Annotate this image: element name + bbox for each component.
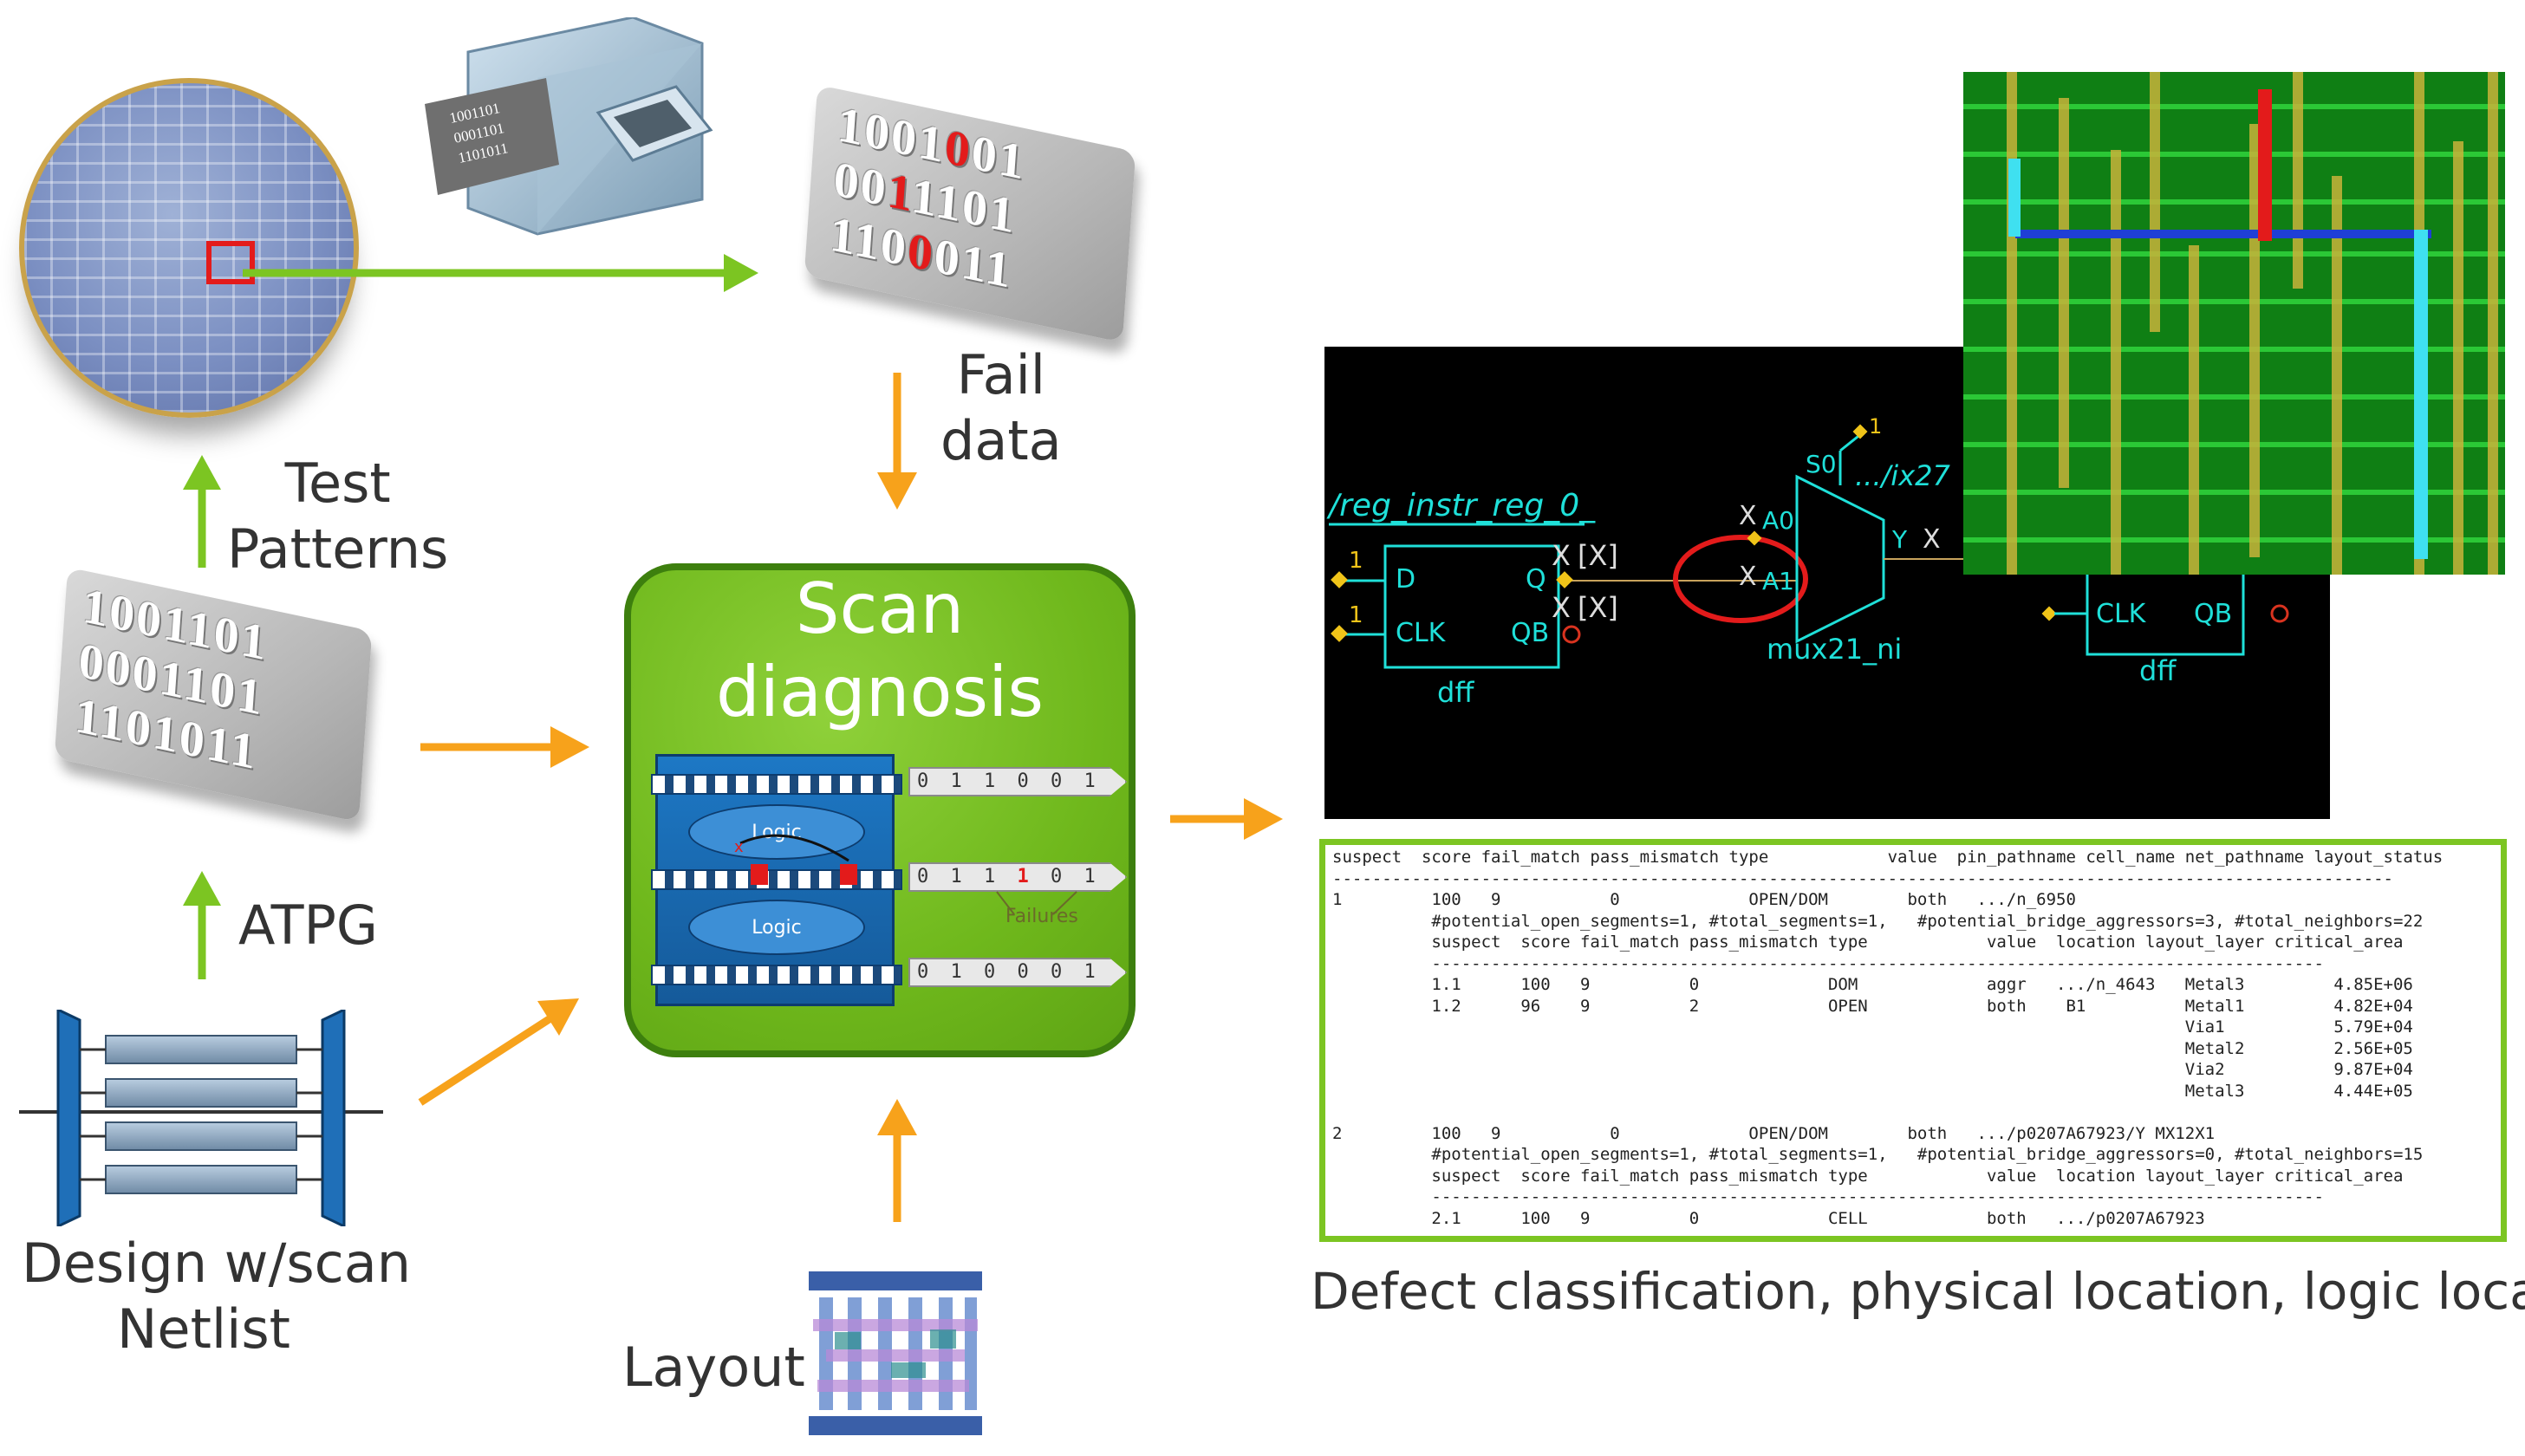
defect-highlight-oval bbox=[1673, 535, 1808, 623]
report-line: 2 100 9 0 OPEN/DOM both .../p0207A67923/… bbox=[1332, 1123, 2216, 1143]
wafer-die-highlight bbox=[206, 241, 255, 284]
x-marker: X bbox=[1923, 524, 1941, 555]
pin-value: 1 bbox=[1869, 414, 1882, 439]
tester-sheet: 1001101 0001101 1101011 bbox=[425, 78, 559, 195]
arrow-fail-data-to-scan bbox=[877, 373, 917, 510]
report-line: #potential_open_segments=1, #total_segme… bbox=[1332, 911, 2424, 931]
svg-text:x: x bbox=[734, 838, 744, 856]
x-marker: X bbox=[1739, 501, 1757, 531]
report-line: 1.2 96 9 2 OPEN both B1 Metal1 4.82E+04 bbox=[1332, 996, 2413, 1016]
arrow-atpg-up bbox=[183, 871, 221, 979]
wafer-image bbox=[19, 78, 359, 418]
output-bitstream-1: 0 1 1 0 0 1 1 1 bbox=[908, 767, 1127, 796]
tester-machine-image: 1001101 0001101 1101011 bbox=[425, 17, 713, 236]
x-marker: X bbox=[1552, 591, 1571, 624]
bridged-net-blue bbox=[2015, 230, 2431, 238]
x-marker: X bbox=[1739, 562, 1757, 592]
report-line: ----------------------------------------… bbox=[1332, 953, 2324, 973]
mux-cell bbox=[1795, 474, 1885, 644]
x-bracket-marker: [X] bbox=[1578, 539, 1618, 572]
report-line: Metal2 2.56E+05 bbox=[1332, 1038, 2413, 1058]
arrow-layout-to-scan bbox=[877, 1099, 917, 1222]
arrow-patterns-to-scan bbox=[420, 726, 589, 768]
logic-cloud: Logic bbox=[688, 804, 865, 860]
arrow-wafer-to-fail-data bbox=[243, 254, 758, 292]
dff-label-2: dff bbox=[2139, 654, 2177, 687]
dff-label: dff bbox=[1437, 676, 1474, 709]
pin-a0: A0 bbox=[1762, 506, 1794, 535]
report-line: Via2 9.87E+04 bbox=[1332, 1060, 2413, 1079]
net-cyan bbox=[2414, 230, 2428, 559]
report-line bbox=[1332, 1102, 2494, 1123]
defect-net-red bbox=[2258, 89, 2272, 241]
scan-flipflop-row bbox=[651, 965, 902, 985]
layout-label: Layout bbox=[622, 1336, 805, 1399]
pin-clk: CLK bbox=[1396, 618, 1447, 648]
fault-propagation-path: x bbox=[734, 834, 857, 885]
arrow-netlist-to-scan bbox=[418, 998, 579, 1106]
pin-y: Y bbox=[1891, 525, 1908, 554]
pin-d: D bbox=[1396, 564, 1415, 595]
pin-value: 1 bbox=[1349, 602, 1363, 628]
layout-icon bbox=[809, 1267, 982, 1440]
schematic-reg-name: /reg_instr_reg_0_ bbox=[1326, 488, 1596, 523]
arrow-scan-to-results bbox=[1170, 798, 1283, 840]
scan-netlist-icon bbox=[19, 1010, 383, 1226]
pin-qb: QB bbox=[1511, 618, 1549, 648]
x-marker: X bbox=[1552, 539, 1571, 572]
pin-value: 1 bbox=[1349, 548, 1363, 574]
pin-qb-2: QB bbox=[2194, 599, 2232, 629]
report-line: Metal3 4.44E+05 bbox=[1332, 1081, 2413, 1101]
scan-chain-chip: Logic Logic x bbox=[651, 754, 902, 1006]
report-line: suspect score fail_match pass_mismatch t… bbox=[1332, 933, 2404, 952]
output-bitstream-3: 0 1 0 0 0 1 1 1 bbox=[908, 958, 1127, 987]
pin-q: Q bbox=[1526, 564, 1546, 595]
arrow-patterns-to-wafer bbox=[183, 455, 221, 568]
pin-s0: S0 bbox=[1806, 450, 1837, 478]
report-line: ----------------------------------------… bbox=[1332, 1187, 2324, 1206]
x-bracket-marker: [X] bbox=[1578, 591, 1618, 624]
physical-layout-view bbox=[1963, 72, 2505, 575]
failures-pointer-lines bbox=[996, 891, 1077, 915]
scan-flipflop-row bbox=[651, 869, 902, 890]
report-line: ----------------------------------------… bbox=[1332, 868, 2393, 888]
pin-clk-2: CLK bbox=[2096, 599, 2147, 629]
atpg-label: ATPG bbox=[238, 894, 378, 957]
mux-label: mux21_ni bbox=[1767, 633, 1902, 666]
mux-instance-name: .../ix27 bbox=[1855, 459, 1950, 492]
diagnosis-report: suspect score fail_match pass_mismatch t… bbox=[1319, 839, 2507, 1242]
report-line: suspect score fail_match pass_mismatch t… bbox=[1332, 848, 2444, 867]
dff-cell bbox=[1383, 544, 1560, 669]
report-line: suspect score fail_match pass_mismatch t… bbox=[1332, 1166, 2404, 1186]
report-line: Via1 5.79E+04 bbox=[1332, 1017, 2413, 1037]
logic-cloud: Logic bbox=[688, 900, 865, 955]
report-line: 1.1 100 9 0 DOM aggr .../n_4643 Metal3 4… bbox=[1332, 975, 2413, 994]
failures-label: Failures bbox=[1005, 906, 1078, 927]
report-line: #potential_open_segments=1, #total_segme… bbox=[1332, 1145, 2424, 1164]
result-caption: Defect classification, physical location… bbox=[1311, 1262, 2525, 1321]
report-line: 1 100 9 0 OPEN/DOM both .../n_6950 bbox=[1332, 890, 2076, 909]
output-bitstream-2: 0 1 1 1 0 1 0 0 bbox=[908, 862, 1127, 892]
pin-a1: A1 bbox=[1762, 567, 1794, 595]
scan-flipflop-row bbox=[651, 774, 902, 795]
report-line: 2.1 100 9 0 CELL both .../p0207A67923 bbox=[1332, 1208, 2205, 1228]
